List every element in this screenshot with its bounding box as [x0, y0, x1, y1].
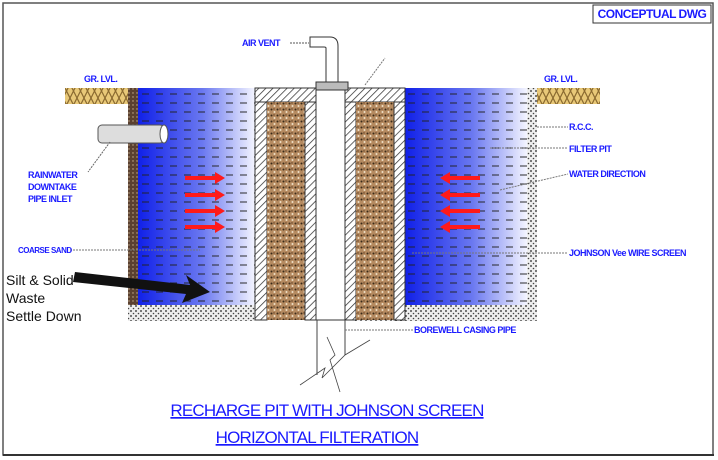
- johnson-screen-left: [304, 101, 317, 321]
- filter-pit-label: FILTER PIT: [569, 144, 612, 154]
- diagram-title-line-1: RECHARGE PIT WITH JOHNSON SCREEN: [170, 401, 483, 420]
- left-pit-wall: [128, 88, 138, 320]
- rainwater-inlet-pipe: [87, 124, 169, 173]
- ground-left: [65, 88, 128, 104]
- water-direction-label: WATER DIRECTION: [569, 169, 645, 179]
- ground-level-right-label: GR. LVL.: [544, 74, 577, 84]
- rcc-wall: [254, 101, 268, 321]
- silt-note-line-3: Settle Down: [6, 308, 81, 324]
- conceptual-dwg-stamp: CONCEPTUAL DWG: [592, 4, 712, 24]
- rcc-label: R.C.C.: [569, 122, 593, 132]
- filter-media-right: [356, 102, 394, 320]
- air-vent-pipe: [290, 36, 349, 91]
- ground-level-left-label: GR. LVL.: [84, 74, 117, 84]
- coarse-sand-label: COARSE SAND: [18, 246, 72, 255]
- air-vent-label: AIR VENT: [242, 38, 281, 48]
- rcc-wall-right: [393, 101, 406, 321]
- silt-note-line-2: Waste: [6, 290, 45, 306]
- rainwater-label-1: RAINWATER: [28, 170, 78, 180]
- borewell-pipe-top: [315, 87, 346, 321]
- rainwater-label-3: PIPE INLET: [28, 194, 73, 204]
- filter-media-left: [267, 102, 305, 320]
- water-direction-arrows-right: [440, 172, 480, 233]
- leader-lines: [70, 57, 569, 331]
- right-pit-wall: [527, 88, 537, 320]
- silt-arrow-icon: [73, 272, 210, 303]
- johnson-screen-label: JOHNSON Vee WIRE SCREEN: [569, 248, 686, 258]
- water-direction-arrows-left: [185, 172, 225, 233]
- stamp-text: CONCEPTUAL DWG: [598, 7, 707, 21]
- silt-note-line-1: Silt & Solid: [6, 272, 74, 288]
- johnson-screen-right: [344, 101, 357, 321]
- diagram-title-line-2: HORIZONTAL FILTERATION: [216, 428, 419, 447]
- rainwater-label-2: DOWNTAKE: [28, 182, 77, 192]
- borewell-casing-label: BOREWELL CASING PIPE: [414, 325, 516, 335]
- ground-right: [537, 88, 600, 104]
- borewell-casing-pipe: [299, 320, 371, 393]
- left-gravel-bed: [128, 305, 255, 321]
